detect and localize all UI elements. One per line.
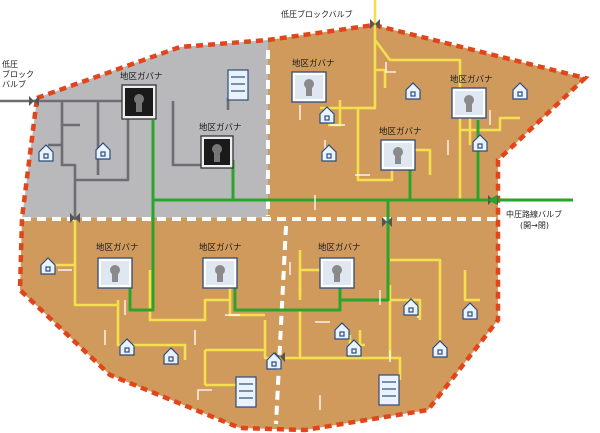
mid-valve-label-1: 中圧路線バルブ xyxy=(506,209,562,219)
house-icon xyxy=(40,257,56,275)
governor-label: 地区ガバナ xyxy=(96,242,139,253)
governor-label: 地区ガバナ xyxy=(450,74,493,85)
governor-label: 地区ガバナ xyxy=(199,122,242,133)
governor-active: 地区ガバナ xyxy=(291,58,335,103)
governors: 地区ガバナ 地区ガバナ 地区ガバナ 地区ガバナ xyxy=(96,58,493,289)
house-icon xyxy=(319,106,335,124)
house-icon xyxy=(119,338,135,356)
governor-label: 地区ガバナ xyxy=(120,71,163,82)
houses xyxy=(38,82,528,370)
governor-active: 地区ガバナ xyxy=(96,242,139,289)
valve-icon xyxy=(382,217,392,227)
valve-icon xyxy=(370,19,380,29)
governor-stopped: 地区ガバナ xyxy=(199,122,242,169)
block-valve-left-label-2: ブロック xyxy=(2,69,34,79)
building-icon xyxy=(235,376,257,408)
governor-stopped: 地区ガバナ xyxy=(120,71,163,120)
house-icon xyxy=(334,322,350,340)
house-icon xyxy=(403,298,419,316)
governor-label: 地区ガバナ xyxy=(292,58,335,69)
mid-valve-label-2: (開→閉) xyxy=(520,221,549,230)
buildings xyxy=(227,69,400,408)
house-icon xyxy=(432,340,448,358)
block-valve-left-label-1: 低圧 xyxy=(2,59,18,69)
governor-active: 地区ガバナ xyxy=(379,126,422,171)
house-icon xyxy=(512,82,528,100)
governor-active: 地区ガバナ xyxy=(199,242,242,289)
block-valve-left-label-3: バルブ xyxy=(2,79,26,89)
blocked-zone xyxy=(22,40,268,218)
low-pressure-pipes-active xyxy=(45,0,520,387)
building-icon xyxy=(378,374,400,406)
block-valve-top-label: 低圧ブロックバルブ xyxy=(281,9,353,19)
house-icon xyxy=(346,339,362,357)
house-icon xyxy=(95,142,111,160)
governor-label: 地区ガバナ xyxy=(318,242,361,253)
governor-active: 地区ガバナ xyxy=(450,74,493,119)
governor-active: 地区ガバナ xyxy=(318,242,361,289)
valve-icon xyxy=(29,96,39,106)
house-icon xyxy=(163,347,179,365)
block-dividers xyxy=(22,50,496,425)
governor-label: 地区ガバナ xyxy=(379,126,422,137)
district-boundary xyxy=(17,22,590,433)
medium-pressure-pipes xyxy=(128,120,573,312)
house-icon xyxy=(38,144,54,162)
active-zone-south xyxy=(20,218,498,430)
house-icon xyxy=(266,352,282,370)
house-icon xyxy=(472,134,488,152)
active-zone-ne xyxy=(268,25,585,218)
house-icon xyxy=(405,82,421,100)
inlet-arrow xyxy=(488,195,497,205)
governor-label: 地区ガバナ xyxy=(199,242,242,253)
building-icon xyxy=(227,69,249,101)
valve-icon xyxy=(70,213,80,223)
house-icon xyxy=(462,302,478,320)
house-icon xyxy=(321,144,337,162)
